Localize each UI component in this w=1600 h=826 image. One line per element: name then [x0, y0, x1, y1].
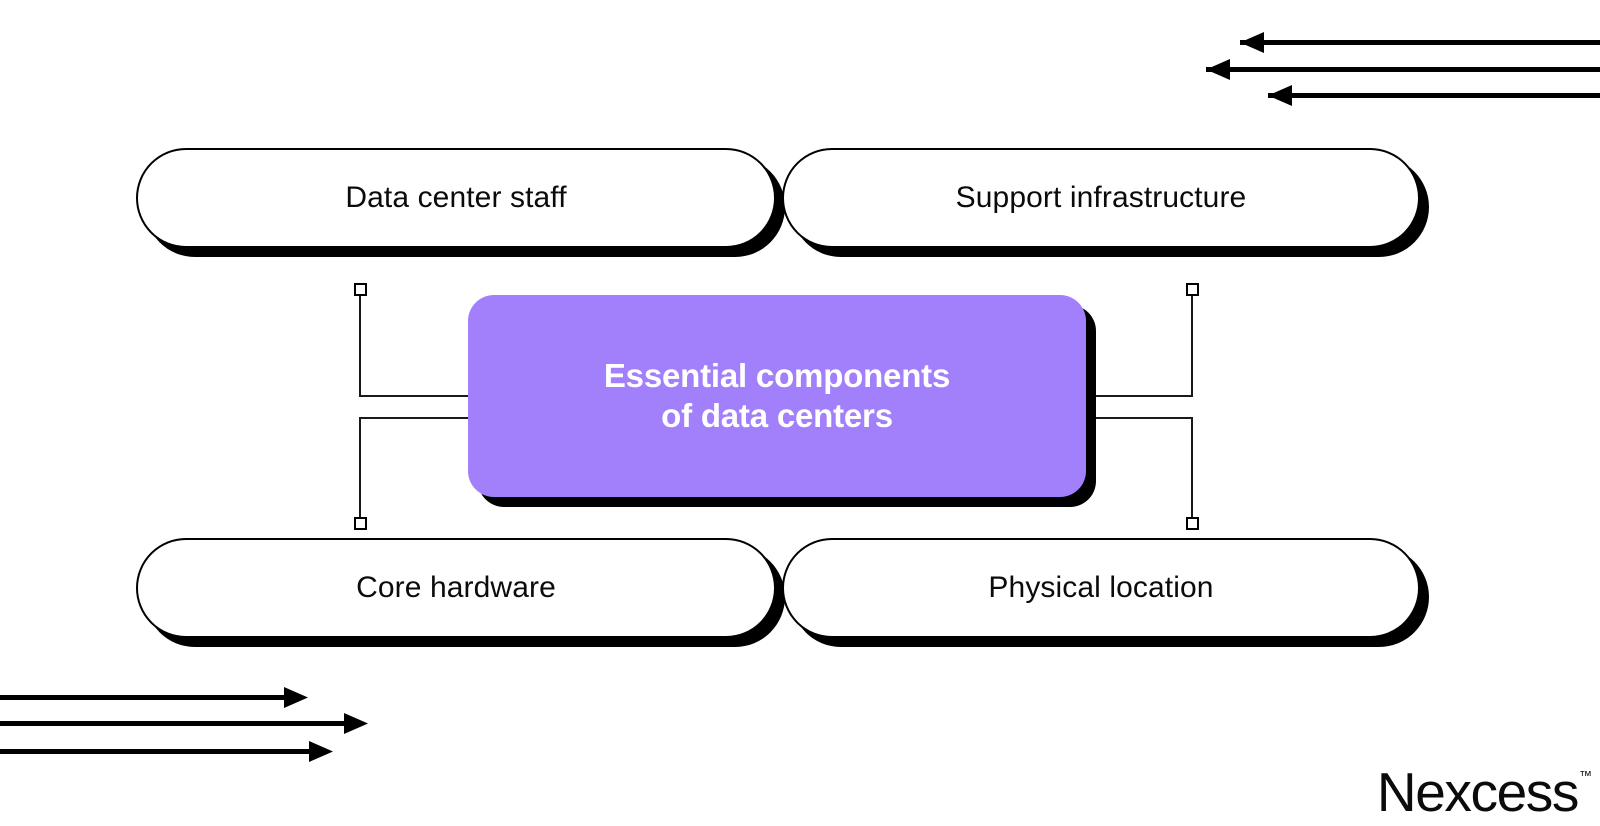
center-node-title: Essential components of data centers — [603, 356, 951, 434]
trademark-symbol: ™ — [1579, 768, 1592, 783]
node-physical-location[interactable]: Physical location — [782, 538, 1420, 638]
connector-bottom-left — [359, 417, 470, 524]
top-right-arrows-decoration — [1170, 0, 1600, 120]
node-data-center-staff[interactable]: Data center staff — [136, 148, 776, 248]
connector-handle-bottom-right — [1186, 517, 1199, 530]
arrow-right-2 — [0, 713, 368, 734]
nexcess-logo: Nexcess ™ — [1377, 765, 1592, 820]
node-label-data-center-staff: Data center staff — [345, 181, 567, 214]
node-label-core-hardware: Core hardware — [356, 571, 556, 604]
center-node-essential-components[interactable]: Essential components of data centers — [468, 295, 1086, 497]
connector-handle-top-left — [354, 283, 367, 296]
node-support-infrastructure[interactable]: Support infrastructure — [782, 148, 1420, 248]
connector-handle-top-right — [1186, 283, 1199, 296]
connector-top-left — [359, 290, 470, 397]
node-label-physical-location: Physical location — [988, 571, 1214, 604]
arrow-left-2 — [1206, 59, 1600, 80]
arrow-right-3 — [0, 741, 333, 762]
connector-handle-bottom-left — [354, 517, 367, 530]
connector-top-right — [1084, 290, 1193, 397]
nexcess-wordmark: Nexcess — [1376, 761, 1580, 823]
node-core-hardware[interactable]: Core hardware — [136, 538, 776, 638]
arrow-left-1 — [1240, 32, 1600, 53]
node-label-support-infrastructure: Support infrastructure — [955, 181, 1247, 214]
arrow-left-3 — [1268, 85, 1600, 106]
bottom-left-arrows-decoration — [0, 670, 390, 780]
connector-bottom-right — [1084, 417, 1193, 524]
arrow-right-1 — [0, 687, 308, 708]
